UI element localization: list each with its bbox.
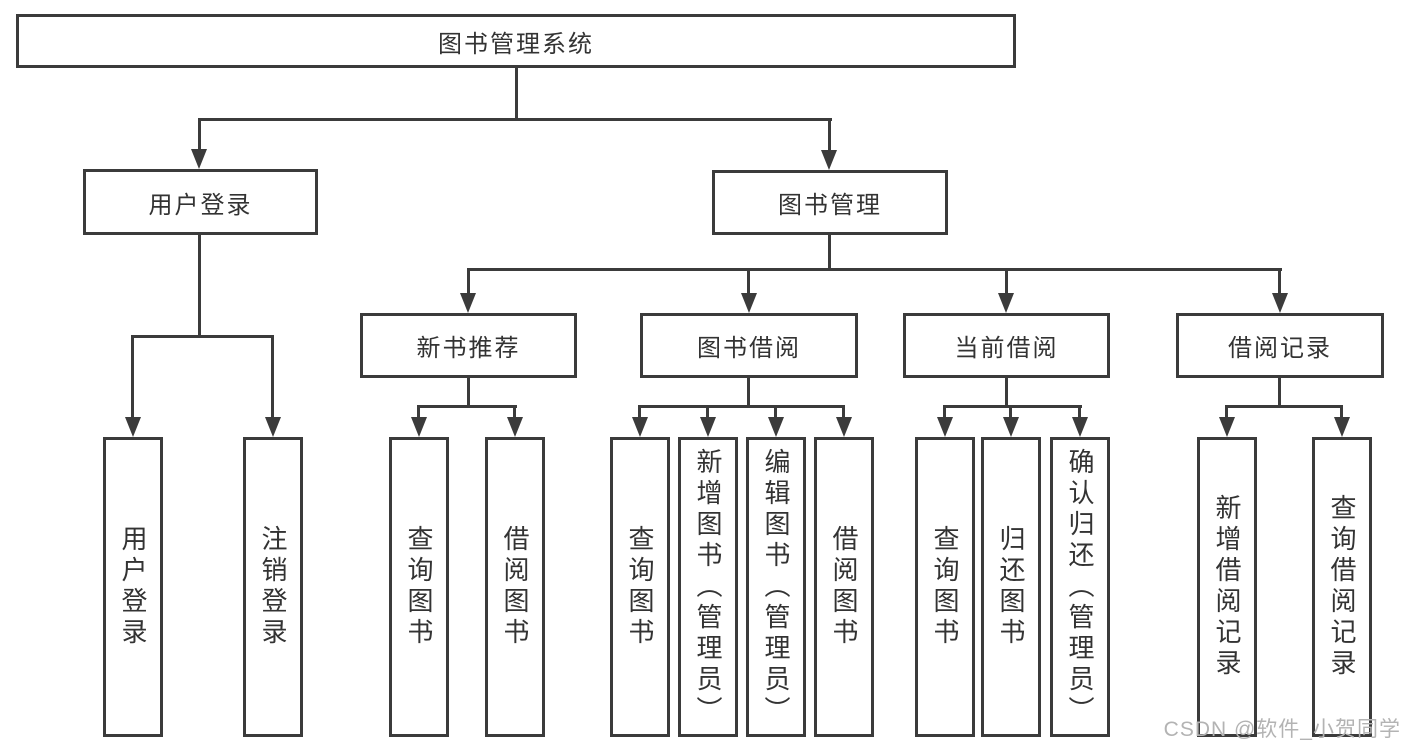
connector-to-book-mgmt — [828, 118, 831, 151]
connector-book-borrow-stem — [747, 378, 750, 408]
connector-borrow-records-stem — [1278, 378, 1281, 408]
arrow-to-book-mgmt — [821, 150, 837, 170]
connector-book-borrow-bus — [638, 405, 845, 408]
connector-root-bus — [198, 118, 832, 121]
connector-current-borrow-bus — [943, 405, 1082, 408]
arrow-nb-leaf2 — [507, 417, 523, 437]
arrow-cb-leaf1 — [937, 417, 953, 437]
connector-cb-leaf2 — [1009, 405, 1012, 419]
leaf-cb-query-books: 查询图书 — [915, 437, 975, 737]
arrow-cb-leaf2 — [1003, 417, 1019, 437]
connector-to-leaf-login — [131, 335, 134, 418]
connector-nb-leaf2 — [513, 405, 516, 419]
leaf-cb-return-books-label: 归还图书 — [996, 525, 1026, 649]
leaf-bb-borrow-books-label: 借阅图书 — [829, 525, 859, 649]
connector-bb-leaf4 — [842, 405, 845, 419]
leaf-br-query-record-label: 查询借阅记录 — [1327, 494, 1357, 680]
leaf-cb-query-books-label: 查询图书 — [930, 525, 960, 649]
leaf-bb-edit-books-admin: 编辑图书（管理员） — [746, 437, 806, 737]
node-book-borrow: 图书借阅 — [640, 313, 858, 378]
node-book-mgmt: 图书管理 — [712, 170, 948, 235]
connector-to-leaf-logout — [271, 335, 274, 418]
arrow-to-user-login — [191, 149, 207, 169]
arrow-bb-leaf3 — [768, 417, 784, 437]
node-new-books: 新书推荐 — [360, 313, 577, 378]
connector-root-stem — [515, 68, 518, 121]
node-current-borrow: 当前借阅 — [903, 313, 1110, 378]
leaf-bb-edit-books-admin-label: 编辑图书（管理员） — [761, 447, 791, 727]
node-root: 图书管理系统 — [16, 14, 1016, 68]
leaf-bb-add-books-admin-label: 新增图书（管理员） — [693, 447, 723, 727]
arrow-to-borrow-records — [1272, 293, 1288, 313]
leaf-br-add-record-label: 新增借阅记录 — [1212, 494, 1242, 680]
arrow-bb-leaf2 — [700, 417, 716, 437]
connector-book-mgmt-stem — [828, 235, 831, 271]
arrow-cb-leaf3 — [1072, 417, 1088, 437]
node-book-mgmt-label: 图书管理 — [778, 192, 882, 219]
node-current-borrow-label: 当前借阅 — [954, 335, 1059, 362]
connector-user-login-stem — [198, 235, 201, 335]
leaf-nb-borrow-books-label: 借阅图书 — [500, 525, 530, 649]
arrow-bb-leaf4 — [836, 417, 852, 437]
leaf-br-query-record: 查询借阅记录 — [1312, 437, 1372, 737]
connector-user-login-bus — [131, 335, 274, 338]
arrow-br-leaf1 — [1219, 417, 1235, 437]
connector-nb-leaf1 — [417, 405, 420, 419]
leaf-cb-confirm-return-admin-label: 确认归还（管理员） — [1065, 447, 1095, 727]
connector-bb-leaf2 — [706, 405, 709, 419]
leaf-nb-borrow-books: 借阅图书 — [485, 437, 545, 737]
node-user-login-label: 用户登录 — [148, 191, 253, 219]
leaf-bb-query-books: 查询图书 — [610, 437, 670, 737]
connector-cb-leaf1 — [943, 405, 946, 419]
leaf-logout: 注销登录 — [243, 437, 303, 737]
connector-to-user-login — [198, 118, 201, 151]
arrow-to-book-borrow — [741, 293, 757, 313]
leaf-nb-query-books-label: 查询图书 — [404, 525, 434, 649]
connector-new-books-stem — [467, 378, 470, 408]
node-borrow-records: 借阅记录 — [1176, 313, 1384, 378]
connector-new-books-bus — [417, 405, 517, 408]
connector-br-leaf2 — [1340, 405, 1343, 419]
leaf-cb-return-books: 归还图书 — [981, 437, 1041, 737]
leaf-logout-label: 注销登录 — [258, 525, 288, 649]
leaf-nb-query-books: 查询图书 — [389, 437, 449, 737]
leaf-cb-confirm-return-admin: 确认归还（管理员） — [1050, 437, 1110, 737]
arrow-br-leaf2 — [1334, 417, 1350, 437]
node-user-login: 用户登录 — [83, 169, 318, 235]
node-borrow-records-label: 借阅记录 — [1228, 335, 1332, 362]
connector-to-new-books — [467, 268, 470, 295]
leaf-bb-query-books-label: 查询图书 — [625, 525, 655, 649]
connector-bb-leaf1 — [638, 405, 641, 419]
csdn-watermark: CSDN @软件_小贺同学 — [1163, 718, 1401, 741]
connector-cb-leaf3 — [1078, 405, 1081, 419]
node-new-books-label: 新书推荐 — [416, 335, 521, 362]
connector-to-borrow-records — [1278, 268, 1281, 295]
leaf-bb-add-books-admin: 新增图书（管理员） — [678, 437, 738, 737]
connector-book-mgmt-bus — [467, 268, 1282, 271]
connector-br-leaf1 — [1225, 405, 1228, 419]
connector-to-book-borrow — [747, 268, 750, 295]
leaf-user-login-label: 用户登录 — [118, 525, 148, 649]
connector-bb-leaf3 — [774, 405, 777, 419]
connector-borrow-records-bus — [1225, 405, 1343, 408]
node-book-borrow-label: 图书借阅 — [697, 335, 801, 362]
leaf-user-login: 用户登录 — [103, 437, 163, 737]
leaf-bb-borrow-books: 借阅图书 — [814, 437, 874, 737]
arrow-bb-leaf1 — [632, 417, 648, 437]
arrow-nb-leaf1 — [411, 417, 427, 437]
arrow-to-leaf-logout — [265, 417, 281, 437]
connector-to-current-borrow — [1005, 268, 1008, 295]
leaf-br-add-record: 新增借阅记录 — [1197, 437, 1257, 737]
arrow-to-current-borrow — [998, 293, 1014, 313]
node-root-label: 图书管理系统 — [438, 30, 594, 58]
arrow-to-new-books — [460, 293, 476, 313]
arrow-to-leaf-login — [125, 417, 141, 437]
connector-current-borrow-stem — [1005, 378, 1008, 408]
